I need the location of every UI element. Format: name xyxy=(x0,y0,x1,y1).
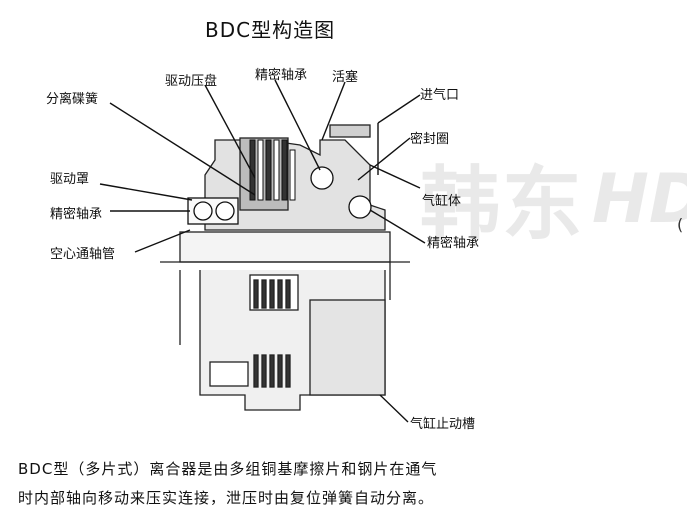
label-air-inlet: 进气口 xyxy=(420,88,460,103)
caption-line-2: 时内部轴向移动来压实连接，泄压时由复位弹簧自动分离。 xyxy=(18,489,435,507)
leader-lines xyxy=(99,79,426,423)
label-cylinder-stop-slot: 气缸止动槽 xyxy=(410,417,476,432)
label-disc-spring: 分离碟簧 xyxy=(46,92,99,107)
label-cylinder-body: 气缸体 xyxy=(422,194,462,209)
watermark-logo: HD xyxy=(592,160,687,239)
friction-discs xyxy=(249,139,296,201)
diagram-title: BDC型构造图 xyxy=(205,18,336,42)
label-precision-bearing-top: 精密轴承 xyxy=(255,68,308,83)
label-drive-plate: 驱动压盘 xyxy=(165,74,218,89)
label-piston: 活塞 xyxy=(332,70,359,85)
watermark-text: 韩东 xyxy=(420,158,584,251)
edge-glyph: ( xyxy=(677,215,684,234)
caption-line-1: BDC型（多片式）离合器是由多组铜基摩擦片和钢片在通气 xyxy=(18,460,438,478)
label-precision-bearing-right: 精密轴承 xyxy=(427,236,480,251)
label-precision-bearing-left: 精密轴承 xyxy=(50,207,103,222)
label-drive-cover: 驱动罩 xyxy=(50,172,90,187)
bearings xyxy=(187,166,372,225)
housing-lower xyxy=(199,270,386,411)
label-seal-ring: 密封圈 xyxy=(410,132,450,147)
label-hollow-shaft: 空心通轴管 xyxy=(50,247,116,262)
hollow-shaft xyxy=(160,231,410,345)
description-caption: BDC型（多片式）离合器是由多组铜基摩擦片和钢片在通气 时内部轴向移动来压实连接… xyxy=(18,455,578,513)
